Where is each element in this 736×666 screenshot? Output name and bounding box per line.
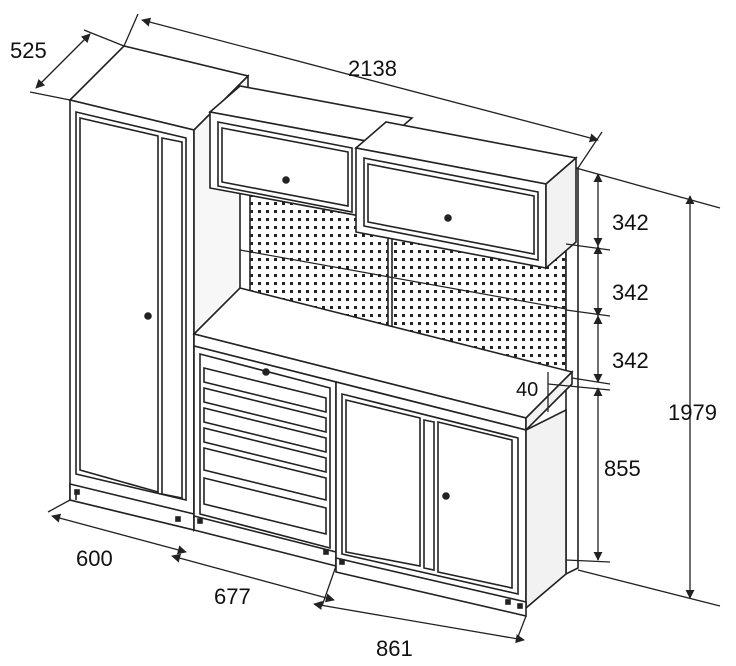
base-height-label: 855 <box>604 456 641 481</box>
top-cabinet-height-label: 342 <box>612 210 649 235</box>
pegboard-upper-height-label: 342 <box>612 280 649 305</box>
dimension-lines <box>29 13 721 644</box>
pegboard-lower-height-label: 342 <box>612 348 649 373</box>
drawer-unit-width-label: 677 <box>214 584 251 609</box>
depth-label: 525 <box>10 38 47 63</box>
drawer-unit-icon <box>193 344 337 568</box>
total-width-label: 2138 <box>348 56 397 81</box>
worktop-thickness-label: 40 <box>516 379 538 401</box>
tall-cabinet-width-label: 600 <box>76 546 113 571</box>
total-height-label: 1979 <box>668 400 717 425</box>
base-cabinet-width-label: 861 <box>376 636 413 661</box>
